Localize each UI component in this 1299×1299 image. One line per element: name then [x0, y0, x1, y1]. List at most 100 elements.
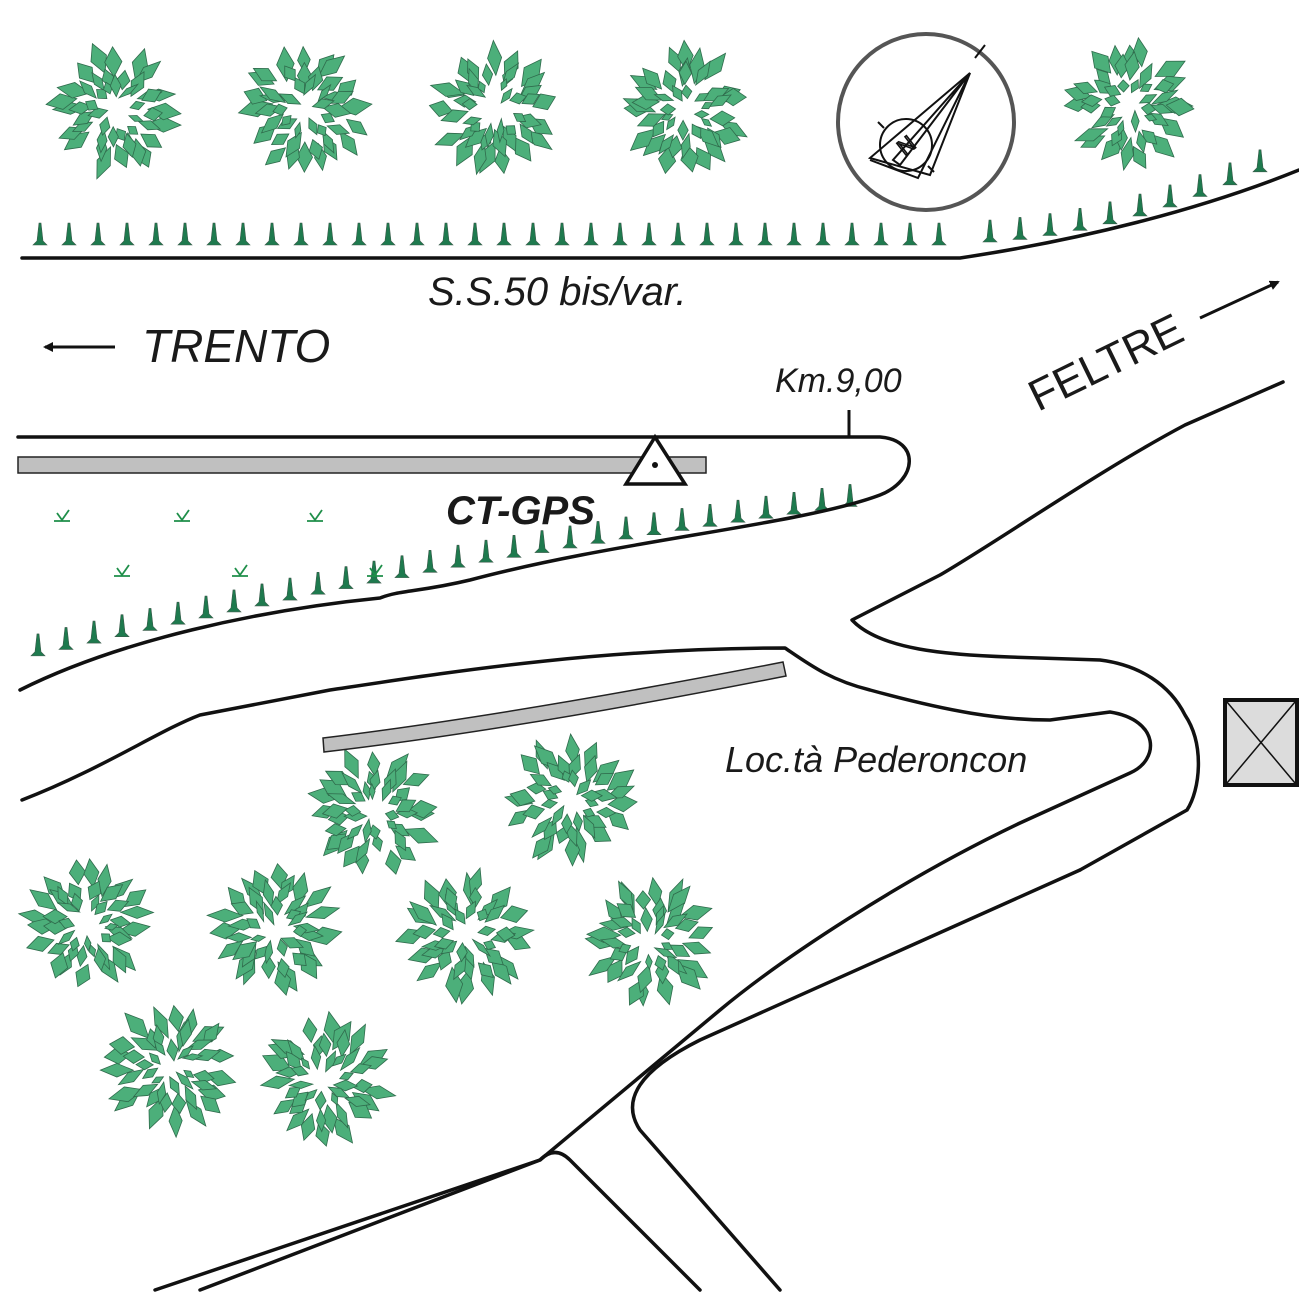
tree-icon: [237, 45, 373, 174]
embankment-spike-icon: [757, 222, 773, 246]
tree-icon: [307, 748, 439, 875]
embankment-spike-icon: [206, 222, 222, 246]
tree-icon: [99, 1004, 237, 1139]
tree-icon: [45, 42, 182, 180]
embankment-spike-icon: [646, 512, 662, 535]
embankment-spike-icon: [583, 222, 599, 246]
embankment-spike-icon: [844, 222, 860, 246]
embankment-spike-icon: [394, 555, 410, 578]
station-label[interactable]: CT-GPS: [446, 489, 595, 533]
embankment-spike-icon: [534, 530, 550, 553]
embankment-spike-icon: [86, 620, 102, 644]
tree-icon: [1063, 36, 1195, 172]
embankment-spike-icon: [226, 589, 242, 613]
embankment-spike-icon: [61, 222, 77, 246]
embankment-spike-icon: [670, 222, 686, 246]
grass-icon: [114, 564, 130, 577]
north-arrow-compass: N: [836, 32, 1016, 212]
km-marker-label: Km.9,00: [775, 362, 902, 400]
grass-icon: [54, 509, 70, 522]
triangle-benchmark-icon[interactable]: [622, 433, 689, 486]
embankment-spike-icon: [842, 484, 858, 507]
embankment-spike-icon: [58, 627, 74, 650]
embankment-spike-icon: [931, 222, 947, 246]
embankment-spike-icon: [293, 222, 309, 246]
tree-icon: [259, 1010, 397, 1147]
embankment-spike-icon: [310, 571, 326, 595]
tree-icon: [503, 732, 638, 867]
embankment-spike-icon: [1072, 208, 1088, 231]
embankment-spike-icon: [674, 508, 690, 531]
embankment-spike-icon: [282, 577, 298, 601]
embankment-spike-icon: [1192, 174, 1208, 197]
embankment-spike-icon: [590, 521, 606, 544]
tree-icon: [622, 39, 748, 175]
embankment-spike-icon: [1252, 149, 1268, 173]
embankment-spike-icon: [119, 222, 135, 246]
embankment-spike-icon: [32, 222, 48, 246]
embankment-spike-icon: [254, 583, 270, 607]
embankment-spike-icon: [409, 222, 425, 246]
embankment-spike-icon: [422, 550, 438, 573]
embankment-spike-icon: [1012, 217, 1028, 240]
embankment-spike-icon: [438, 222, 454, 246]
grass-icon: [367, 564, 383, 577]
embankment-spike-icon: [730, 499, 746, 523]
grass-layer: [54, 509, 383, 577]
locality-label: Loc.tà Pederoncon: [725, 739, 1027, 780]
feltre-road-edge-north: [850, 380, 1285, 872]
direction-trento[interactable]: TRENTO: [43, 320, 330, 372]
grass-icon: [174, 509, 190, 522]
lower-road-fork: [198, 1150, 702, 1292]
embankment-spike-icon: [177, 222, 193, 246]
trees-layer: [17, 36, 1195, 1147]
embankment-spike-icon: [264, 222, 280, 246]
embankment-spike-icon: [90, 222, 106, 246]
feltre-label: FELTRE: [1021, 304, 1191, 421]
embankment-spike-icon: [902, 222, 918, 246]
embankment-spike-icon: [496, 222, 512, 246]
guardrail-north: [17, 456, 707, 474]
embankment-spike-icon: [114, 614, 130, 638]
embankment-spike-icon: [641, 222, 657, 246]
embankment-spike-icon: [1102, 201, 1118, 225]
tree-icon: [17, 857, 155, 988]
embankment-spike-icon: [506, 535, 522, 558]
trento-label: TRENTO: [142, 320, 330, 372]
embankment-spike-icon: [554, 222, 570, 246]
building-icon: [1223, 698, 1299, 787]
embankment-spike-icon: [562, 525, 578, 549]
embankment-spike-icon: [982, 219, 998, 243]
embankment-spike-icon: [366, 560, 382, 584]
embankment-spike-icon: [351, 222, 367, 246]
embankment-spike-icon: [1042, 213, 1058, 236]
grass-icon: [232, 564, 248, 577]
road-name-label: S.S.50 bis/var.: [428, 270, 687, 314]
embankment-spike-icon: [815, 222, 831, 246]
road-edge-north: [20, 168, 1299, 260]
right-arrow-icon: [1199, 280, 1280, 320]
embankment-spike-icon: [1222, 162, 1238, 186]
embankment-spike-icon: [467, 222, 483, 246]
embankment-spike-icon: [702, 503, 718, 527]
embankment-spike-icon: [235, 222, 251, 246]
embankment-spike-icon: [618, 516, 634, 540]
embankment-spike-icon: [30, 633, 46, 657]
embankment-spike-icon: [322, 222, 338, 246]
embankment-spike-icon: [450, 544, 466, 568]
road-edge-south: [16, 435, 911, 692]
embankment-spike-icon: [612, 222, 628, 246]
embankment-spike-icon: [786, 222, 802, 246]
embankment-spike-icon: [1162, 184, 1178, 208]
tree-icon: [584, 876, 714, 1007]
embankment-spike-icon: [478, 539, 494, 563]
embankment-layer: [30, 149, 1268, 657]
embankment-spike-icon: [525, 222, 541, 246]
tree-icon: [206, 863, 343, 996]
tree-icon: [395, 867, 535, 1005]
pederoncon-road-edge: [20, 646, 1153, 1292]
embankment-spike-icon: [170, 601, 186, 625]
embankment-spike-icon: [380, 222, 396, 246]
tree-icon: [428, 39, 557, 176]
